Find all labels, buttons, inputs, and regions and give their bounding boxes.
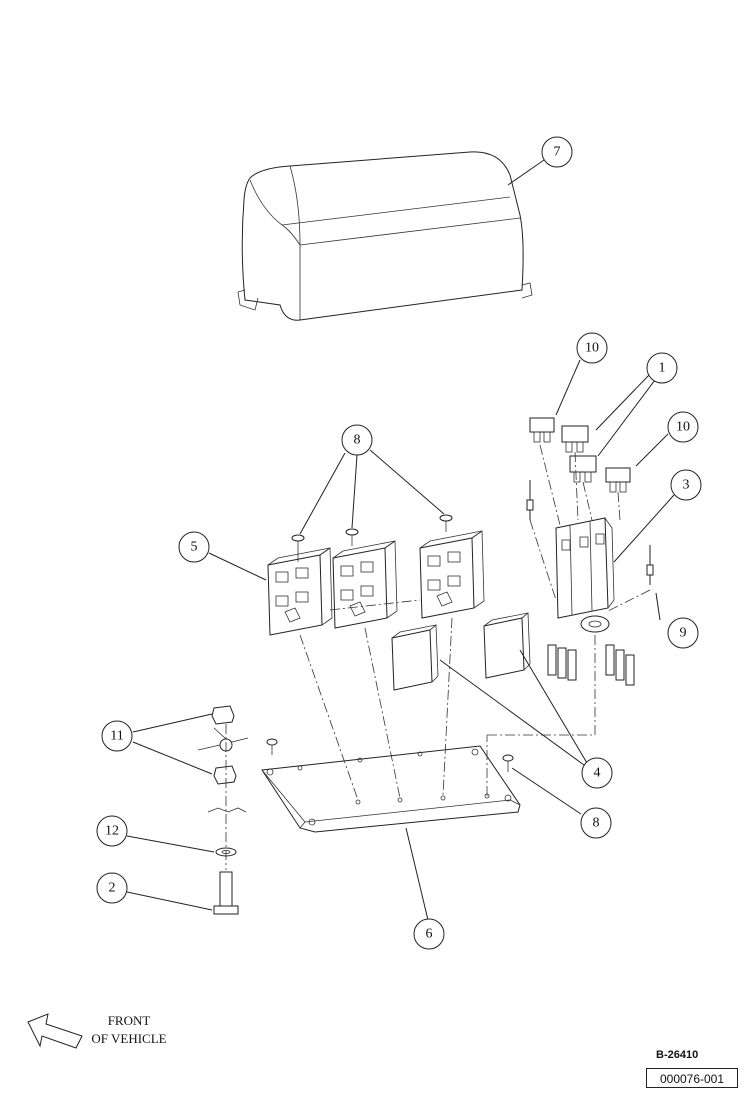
bolt-part-2 [213,871,239,915]
callout-10-top-label: 10 [585,341,599,356]
document-number: 000076-001 [646,1068,738,1088]
callout-10-top: 10 [576,332,608,364]
screw-part-8-3 [439,514,453,532]
callout-7: 7 [541,136,573,168]
callout-5: 5 [178,531,210,563]
callout-2-label: 2 [109,881,116,896]
cover-part-7 [237,151,533,321]
relay-socket-middle-part-5 [332,540,398,629]
base-plate-part-6 [261,745,521,833]
spring-clip [207,807,247,813]
callout-9: 9 [667,617,699,649]
callout-11: 11 [101,720,133,752]
relay-part-4-left [391,624,439,691]
front-arrow-icon [27,1013,83,1049]
relay-part-4-right [483,612,531,679]
callout-2: 2 [96,872,128,904]
pin-part-9-right [646,545,654,585]
pin-part-9-left [526,480,534,520]
callout-4-label: 4 [594,766,601,781]
fuse-holder-part-3 [555,517,615,633]
callout-9-label: 9 [680,626,687,641]
front-of-vehicle-label: FRONT OF VEHICLE [84,1012,174,1048]
screw-part-8-1 [291,534,305,552]
front-label-line2: OF VEHICLE [91,1031,167,1046]
nut-part-11-bottom [213,765,237,785]
callout-10-right-label: 10 [676,420,690,435]
callout-5-label: 5 [191,540,198,555]
assembly-lines [225,444,651,870]
screw-part-8-2 [345,528,359,546]
relay-socket-right-part-5 [419,530,485,619]
screw-part-8-5 [502,754,514,772]
callout-10-right: 10 [667,411,699,443]
leader-lines [126,159,675,921]
callout-6-label: 6 [426,927,433,942]
front-label-line1: FRONT [107,1013,151,1028]
callout-8-bottom-label: 8 [593,816,600,831]
callout-1: 1 [646,352,678,384]
fuse-part-1-b [569,455,597,483]
callout-12-label: 12 [105,824,119,839]
callout-4: 4 [581,757,613,789]
drawing-number: B-26410 [656,1049,699,1061]
screw-part-8-4 [266,738,278,755]
ring-terminals-part-11 [197,727,249,752]
callout-6: 6 [413,918,445,950]
callout-3: 3 [670,469,702,501]
callout-12: 12 [96,815,128,847]
nut-part-11-top [211,705,235,725]
fuse-part-1-a [561,425,589,453]
callout-11-label: 11 [110,729,123,744]
callout-1-label: 1 [659,361,666,376]
terminal-connectors [547,644,635,686]
relay-socket-left-part-5 [267,547,333,636]
callout-8-top-label: 8 [354,433,361,448]
fuse-part-10-right [605,467,631,493]
callout-8-top: 8 [341,424,373,456]
fuse-part-10-top [529,417,555,443]
callout-3-label: 3 [683,478,690,493]
callout-8-bottom: 8 [580,807,612,839]
callout-7-label: 7 [554,145,561,160]
